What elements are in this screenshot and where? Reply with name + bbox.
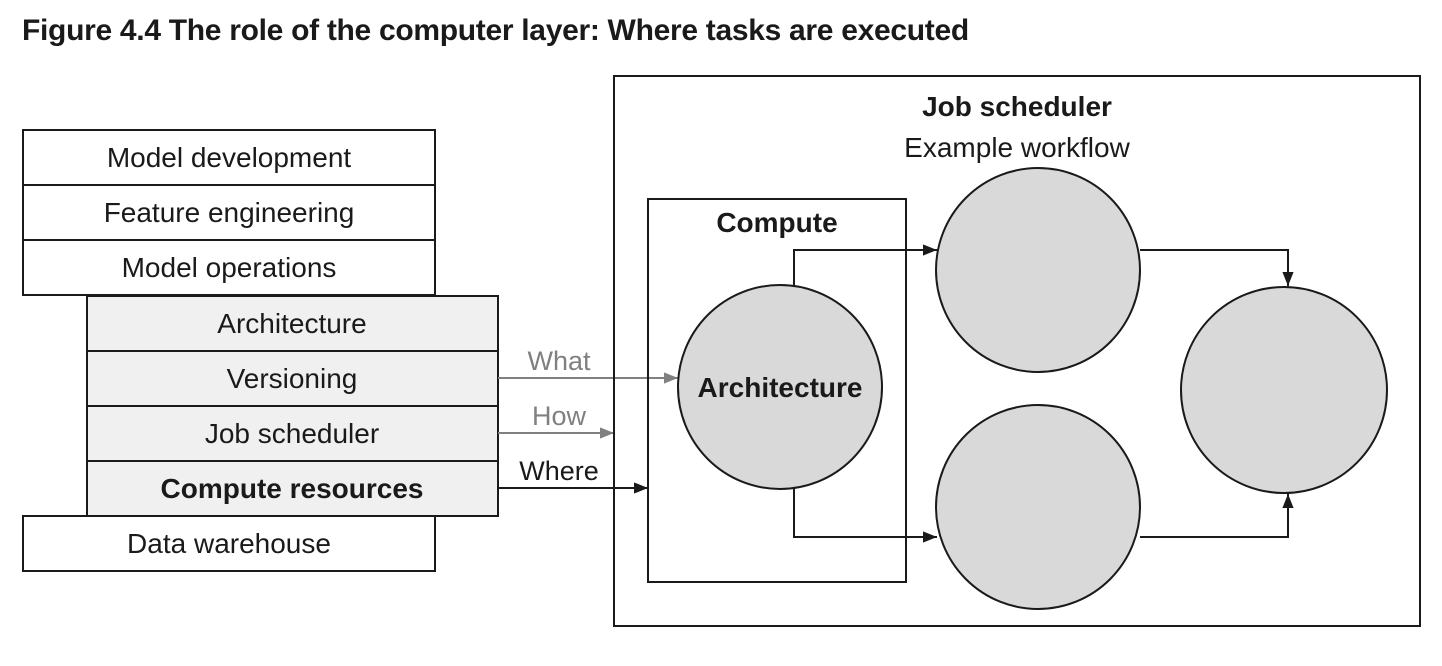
label-how: How [532, 401, 587, 431]
label-model-operations: Model operations [122, 252, 337, 283]
edge-arch-to-bottom [793, 485, 937, 543]
job-scheduler-title: Job scheduler [922, 91, 1112, 122]
job-scheduler-frame [613, 75, 1421, 627]
stack-lower: Data warehouse [22, 515, 436, 572]
box-model-development [22, 129, 436, 186]
label-feature-engineering: Feature engineering [104, 197, 355, 228]
compute-panel: Compute [647, 198, 907, 583]
compute-title: Compute [716, 207, 837, 238]
edge-bottom-to-right [1140, 494, 1294, 538]
workflow-nodes: Architecture [677, 167, 1388, 610]
node-architecture-label: Architecture [698, 372, 863, 403]
box-data-warehouse [22, 515, 436, 572]
label-where: Where [519, 456, 599, 486]
stack-shaded: Architecture Versioning Job scheduler Co… [86, 295, 499, 517]
node-right [1180, 286, 1388, 494]
workflow-edges [793, 244, 1294, 543]
box-model-operations [22, 239, 436, 296]
label-job-scheduler: Job scheduler [205, 418, 379, 449]
label-what: What [527, 346, 591, 376]
label-versioning: Versioning [227, 363, 358, 394]
label-compute-resources: Compute resources [161, 473, 424, 504]
label-architecture: Architecture [217, 308, 366, 339]
job-scheduler-subtitle: Example workflow [904, 132, 1130, 163]
node-top [935, 167, 1141, 373]
label-model-development: Model development [107, 142, 352, 173]
compute-frame [647, 198, 907, 583]
job-scheduler-panel: Job scheduler Example workflow [613, 75, 1421, 627]
edge-top-to-right [1140, 249, 1294, 286]
box-feature-engineering [22, 184, 436, 241]
label-data-warehouse: Data warehouse [127, 528, 331, 559]
node-architecture [677, 284, 883, 490]
figure-title: Figure 4.4 The role of the computer laye… [22, 14, 969, 47]
edge-arch-to-top [793, 244, 937, 290]
stack-upper: Model development Feature engineering Mo… [22, 129, 436, 296]
node-bottom [935, 404, 1141, 610]
connectors: What How Where [498, 346, 678, 494]
